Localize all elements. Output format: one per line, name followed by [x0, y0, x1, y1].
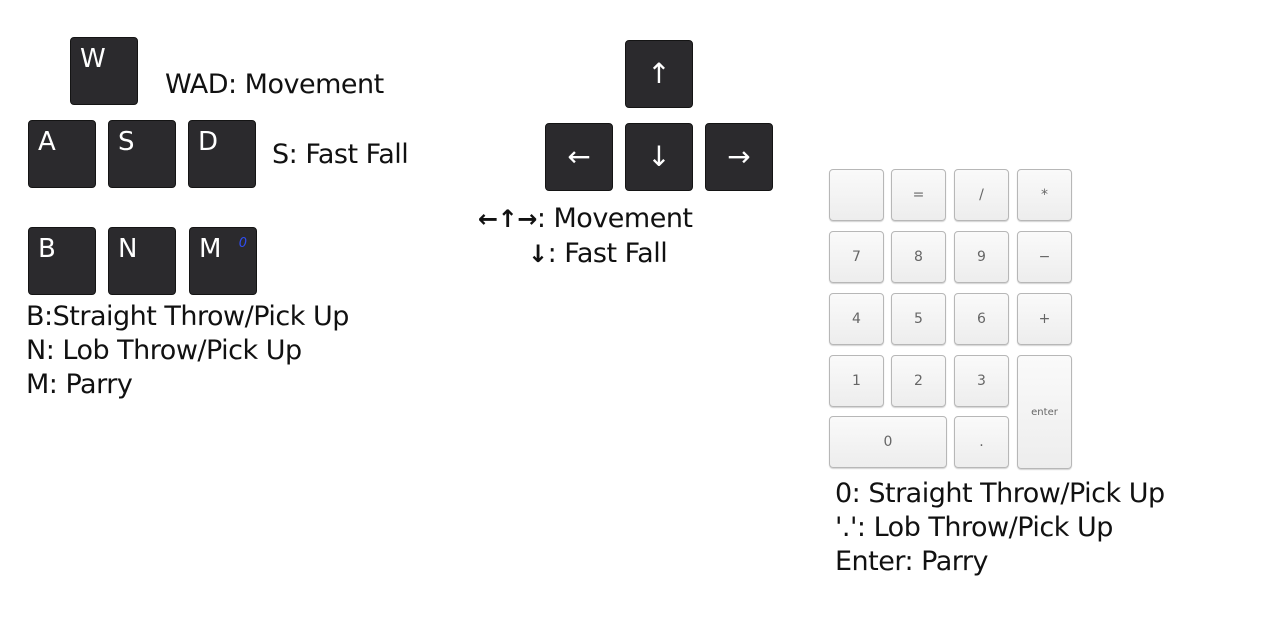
- key-s: S: [108, 120, 176, 188]
- key-b: B: [28, 227, 96, 295]
- legend-s-fast-fall: S: Fast Fall: [272, 139, 409, 170]
- key-a: A: [28, 120, 96, 188]
- legend-zero-straight-throw: 0: Straight Throw/Pick Up: [835, 478, 1165, 509]
- legend-arrow-movement-text: : Movement: [536, 203, 693, 234]
- legend-arrow-fast-fall-text: : Fast Fall: [547, 238, 668, 269]
- legend-decimal-lob-throw: '.': Lob Throw/Pick Up: [835, 512, 1113, 543]
- legend-b-straight-throw: B:Straight Throw/Pick Up: [26, 301, 349, 332]
- numpad-key-plus: +: [1017, 293, 1072, 345]
- numpad-key-divide: /: [954, 169, 1009, 221]
- arrow-right-icon: →: [727, 140, 751, 173]
- legend-numpad: 0: Straight Throw/Pick Up '.': Lob Throw…: [835, 477, 1165, 579]
- legend-arrow-movement: ←↑→: Movement: [478, 202, 693, 236]
- legend-n-lob-throw: N: Lob Throw/Pick Up: [26, 335, 302, 366]
- legend-enter-parry: Enter: Parry: [835, 546, 988, 577]
- key-w: W: [70, 37, 138, 105]
- numpad-key-8: 8: [891, 231, 946, 283]
- key-b-label: B: [38, 234, 56, 264]
- key-m-sub-label: 0: [238, 236, 247, 251]
- numpad-key-multiply: *: [1017, 169, 1072, 221]
- numpad-key-minus: −: [1017, 231, 1072, 283]
- key-n: N: [108, 227, 176, 295]
- key-d: D: [188, 120, 256, 188]
- numpad-key-equals: =: [891, 169, 946, 221]
- key-arrow-left: ←: [545, 123, 613, 191]
- numpad-key-enter: enter: [1017, 355, 1072, 469]
- arrow-down-icon: ↓: [647, 140, 671, 173]
- arrows-left-up-right-icon: ←↑→: [478, 205, 537, 233]
- key-arrow-down: ↓: [625, 123, 693, 191]
- numpad-key-1: 1: [829, 355, 884, 407]
- arrow-left-icon: ←: [567, 140, 591, 173]
- key-m-label: M: [199, 234, 222, 264]
- numpad-key-2: 2: [891, 355, 946, 407]
- numpad-key-9: 9: [954, 231, 1009, 283]
- legend-wad-movement: WAD: Movement: [165, 69, 384, 100]
- arrow-down-bold-icon: ↓: [528, 240, 548, 268]
- numpad-key-6: 6: [954, 293, 1009, 345]
- numpad-key-4: 4: [829, 293, 884, 345]
- key-arrow-up: ↑: [625, 40, 693, 108]
- key-arrow-right: →: [705, 123, 773, 191]
- key-m: M 0: [189, 227, 257, 295]
- legend-arrow-fast-fall: ↓: Fast Fall: [528, 237, 668, 271]
- legend-bnm: B:Straight Throw/Pick Up N: Lob Throw/Pi…: [26, 300, 349, 402]
- key-s-label: S: [118, 127, 135, 157]
- numpad-key-7: 7: [829, 231, 884, 283]
- numpad-key-0: 0: [829, 416, 947, 468]
- numpad-key-3: 3: [954, 355, 1009, 407]
- key-n-label: N: [118, 234, 138, 264]
- key-a-label: A: [38, 127, 56, 157]
- numpad-key-5: 5: [891, 293, 946, 345]
- legend-m-parry: M: Parry: [26, 369, 133, 400]
- numpad-key-clear: [829, 169, 884, 221]
- arrow-up-icon: ↑: [647, 57, 671, 90]
- key-d-label: D: [198, 127, 219, 157]
- numpad-key-decimal: .: [954, 416, 1009, 468]
- key-w-label: W: [80, 44, 106, 74]
